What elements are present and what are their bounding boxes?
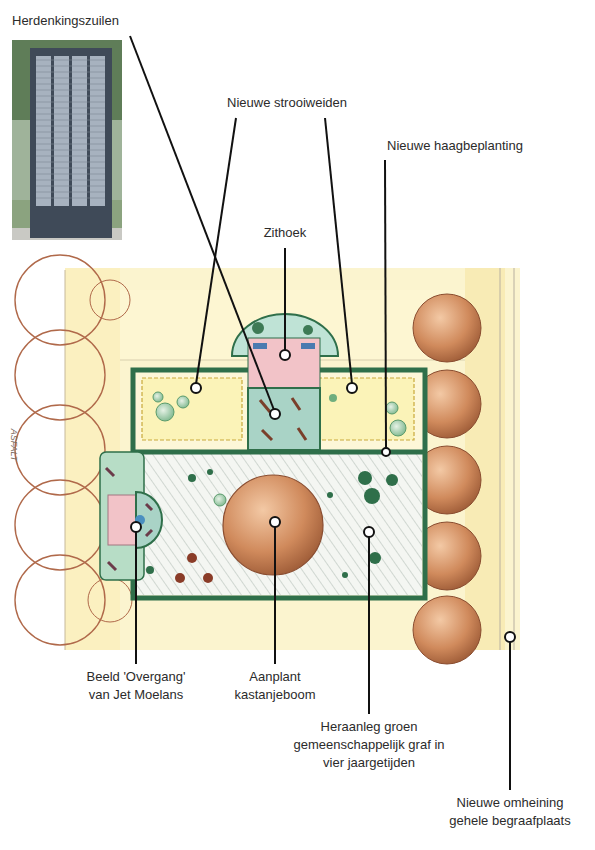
- leader-dots: [131, 350, 515, 642]
- panel-line: [36, 174, 105, 175]
- panel-line: [36, 150, 105, 151]
- photo-columns: [12, 40, 122, 240]
- callout-label: Beeld 'Overgang' van Jet Moelans: [76, 668, 196, 704]
- panel-line: [36, 156, 105, 157]
- panel-line: [36, 198, 105, 199]
- panel-line: [36, 108, 105, 109]
- panel-line: [36, 180, 105, 181]
- panel-line: [36, 186, 105, 187]
- callout-label: Heraanleg groen gemeenschappelijk graf i…: [287, 718, 452, 772]
- panel-line: [36, 168, 105, 169]
- panel-line: [36, 144, 105, 145]
- panel-line: [36, 120, 105, 121]
- panel-line: [36, 132, 105, 133]
- panel-line: [36, 114, 105, 115]
- callout-label: Zithoek: [245, 224, 325, 242]
- panel-line: [36, 126, 105, 127]
- panel-line: [36, 96, 105, 97]
- panel-line: [36, 102, 105, 103]
- panel-line: [36, 90, 105, 91]
- panel-line: [36, 72, 105, 73]
- callout-label: Nieuwe haagbeplanting: [370, 137, 540, 155]
- panel-line: [36, 138, 105, 139]
- grave-field: [100, 314, 425, 598]
- panel-line: [36, 66, 105, 67]
- tree-row-left: [15, 255, 132, 645]
- callout-label: Aanplant kastanjeboom: [220, 668, 330, 704]
- paths: [0, 268, 520, 650]
- callout-label: Herdenkingszuilen: [12, 12, 152, 30]
- callout-label: Nieuwe strooiweiden: [207, 94, 367, 112]
- panel-line: [36, 162, 105, 163]
- plan-note: ASFALT: [9, 415, 19, 475]
- panel-line: [36, 60, 105, 61]
- panel-line: [36, 192, 105, 193]
- callout-label: Nieuwe omheining gehele begraafplaats: [440, 794, 580, 830]
- panel-line: [36, 78, 105, 79]
- panel-line: [36, 84, 105, 85]
